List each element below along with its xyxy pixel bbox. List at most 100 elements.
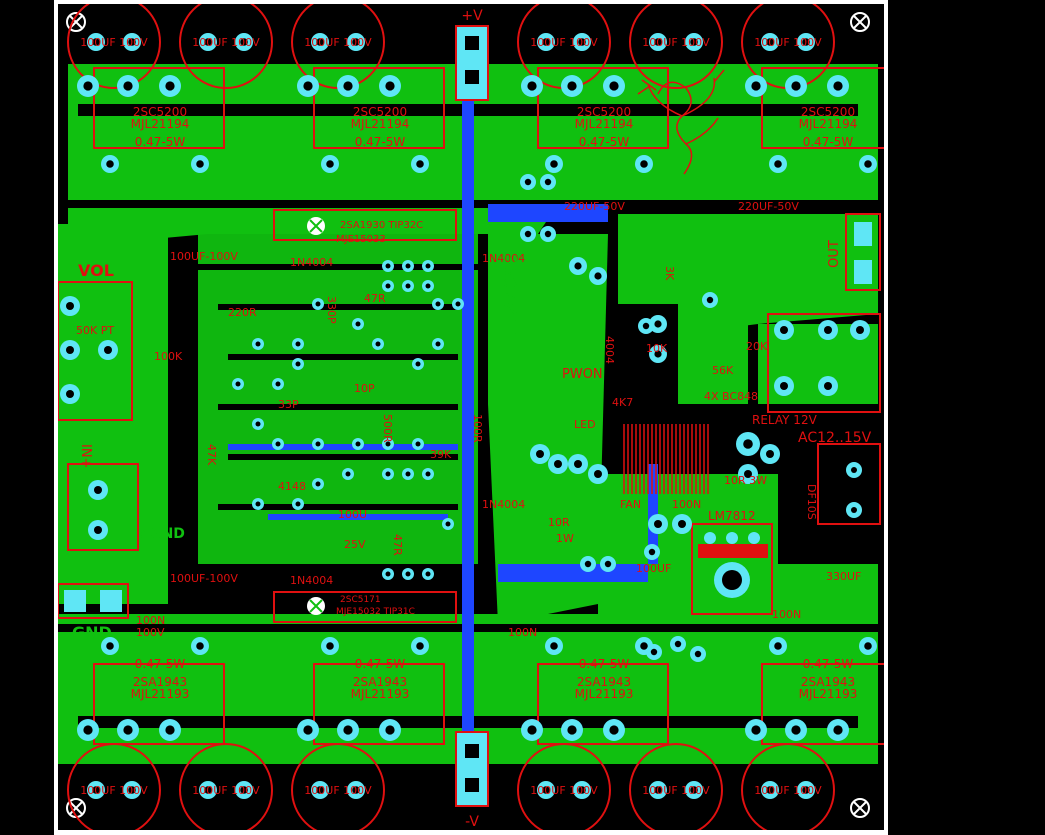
misc-pad-drill xyxy=(554,460,562,468)
bottom-cap-label: 100UF 100V xyxy=(192,784,260,797)
signal-pad-drill xyxy=(455,301,461,307)
misc-pad-drill xyxy=(694,650,702,658)
label-ac: AC12..15V xyxy=(798,430,872,446)
signal-pad-drill xyxy=(385,263,391,269)
label-c100u: 100U xyxy=(338,508,367,521)
bottom-capacitors: 100UF 100V 100UF 100V 100UF 100V 100UF 100V… xyxy=(67,743,835,835)
label-c100v: 100V xyxy=(136,626,165,639)
bottom-cap-label: 100UF 100V xyxy=(304,784,372,797)
signal-pad-drill xyxy=(355,441,361,447)
label-r47k: 47K xyxy=(205,444,218,466)
signal-pad-drill xyxy=(425,283,431,289)
label-c100-100b: 100UF-100V xyxy=(170,572,238,585)
misc-pad-drill xyxy=(650,648,658,656)
signal-pad-drill xyxy=(255,421,261,427)
signal-pad-drill xyxy=(315,301,321,307)
label-c100uf: 100UF xyxy=(636,562,671,575)
bottom-cap: 100UF 100V xyxy=(291,743,385,835)
bottom-cap-label: 100UF 100V xyxy=(530,784,598,797)
signal-pad-drill xyxy=(295,341,301,347)
top-transistor-res: 0.47-5W xyxy=(579,135,630,149)
label-r100k: 100K xyxy=(154,350,183,363)
label-r10k: 10K xyxy=(646,342,668,355)
vplus-label: +V xyxy=(461,8,483,24)
label-r220r: 220R xyxy=(228,306,257,319)
signal-pad-drill xyxy=(405,263,411,269)
bottom-transistor-res: 0.47-5W xyxy=(135,657,186,671)
label-pwon: PWON xyxy=(562,367,603,382)
out-label: OUT xyxy=(827,240,842,268)
label-vol: VOL xyxy=(78,261,114,280)
label-r3k: 3K xyxy=(663,266,676,281)
label-c25v: 25V xyxy=(344,538,366,551)
misc-pad-drill xyxy=(536,450,544,458)
top-cap: 100UF 100V xyxy=(517,0,611,89)
signal-pad-drill xyxy=(275,441,281,447)
bottom-transistor-part: 2SA1943 xyxy=(353,675,407,689)
misc-pad-drill xyxy=(584,560,592,568)
bottom-transistor-alt: MJL21193 xyxy=(351,687,410,701)
signal-pad-drill xyxy=(345,471,351,477)
bottom-cap-label: 100UF 100V xyxy=(642,784,710,797)
signal-pad-drill xyxy=(425,571,431,577)
misc-pad-drill xyxy=(744,470,752,478)
label-df10s: DF10S xyxy=(805,484,818,520)
label-c330p: 330P xyxy=(325,296,338,324)
label-r4k7: 4K7 xyxy=(612,396,633,409)
top-transistor-alt: MJL21194 xyxy=(131,117,190,131)
top-transistor-res: 0.47-5W xyxy=(355,135,406,149)
label-r500r: 500R xyxy=(381,414,394,443)
top-cap-label: 100UF 100V xyxy=(304,36,372,49)
misc-pad-drill xyxy=(674,640,682,648)
label-c220a: 220UF-50V xyxy=(564,200,625,213)
label-in: IN+ xyxy=(78,444,93,468)
top-transistor-res: 0.47-5W xyxy=(135,135,186,149)
label-100n-b: 100N xyxy=(136,614,165,627)
misc-pad-drill xyxy=(706,296,714,304)
top-transistor-alt: MJL21194 xyxy=(799,117,858,131)
out-terminal xyxy=(845,213,881,291)
misc-pad-drill xyxy=(594,272,602,280)
top-cap-label: 100UF 100V xyxy=(530,36,598,49)
signal-pad-drill xyxy=(255,501,261,507)
top-transistor-part: 2SC5200 xyxy=(801,105,855,119)
power-lug-vplus xyxy=(455,25,489,101)
gnd-label: GND xyxy=(72,623,112,642)
relay-footprint xyxy=(767,313,881,413)
bottom-transistor-res: 0.47-5W xyxy=(803,657,854,671)
label-diode-mid: 1N4004 xyxy=(482,252,525,265)
small-signal-pads xyxy=(232,260,464,580)
label-c33p: 33P xyxy=(278,398,299,411)
misc-pad-drill xyxy=(743,439,753,449)
bottom-cap: 100UF 100V xyxy=(517,743,611,835)
label-c4004: 4004 xyxy=(603,336,616,364)
signal-pad-drill xyxy=(255,341,261,347)
label-bc848: 4X BC848 xyxy=(704,390,758,403)
silk-labels: VOL 50K PT IN+ SGND 100K 100UF-100V 100U… xyxy=(76,200,872,639)
label-r20k: 20K xyxy=(746,340,768,353)
top-transistor-part: 2SC5200 xyxy=(133,105,187,119)
phoenix-logo xyxy=(637,69,725,175)
signal-pad-drill xyxy=(405,571,411,577)
driver-top-alt: MJE15033 xyxy=(336,234,386,245)
misc-pad-drill xyxy=(524,178,532,186)
bottom-cap-label: 100UF 100V xyxy=(754,784,822,797)
signal-pad-drill xyxy=(405,471,411,477)
top-transistor-alt: MJL21194 xyxy=(351,117,410,131)
top-transistor-part: 2SC5200 xyxy=(353,105,407,119)
label-c330uf: 330UF xyxy=(826,570,861,583)
bottom-transistor-alt: MJL21193 xyxy=(131,687,190,701)
label-diode-bot: 1N4004 xyxy=(290,574,333,587)
signal-pad-drill xyxy=(235,381,241,387)
mounting-holes xyxy=(66,12,870,818)
top-cap: 100UF 100V xyxy=(629,0,723,89)
label-r39k: 39K xyxy=(430,448,452,461)
bottom-cap: 100UF 100V xyxy=(741,743,835,835)
bottom-transistor-part: 2SA1943 xyxy=(133,675,187,689)
gnd-terminal xyxy=(57,583,129,619)
label-r47r: 47R xyxy=(364,292,386,305)
